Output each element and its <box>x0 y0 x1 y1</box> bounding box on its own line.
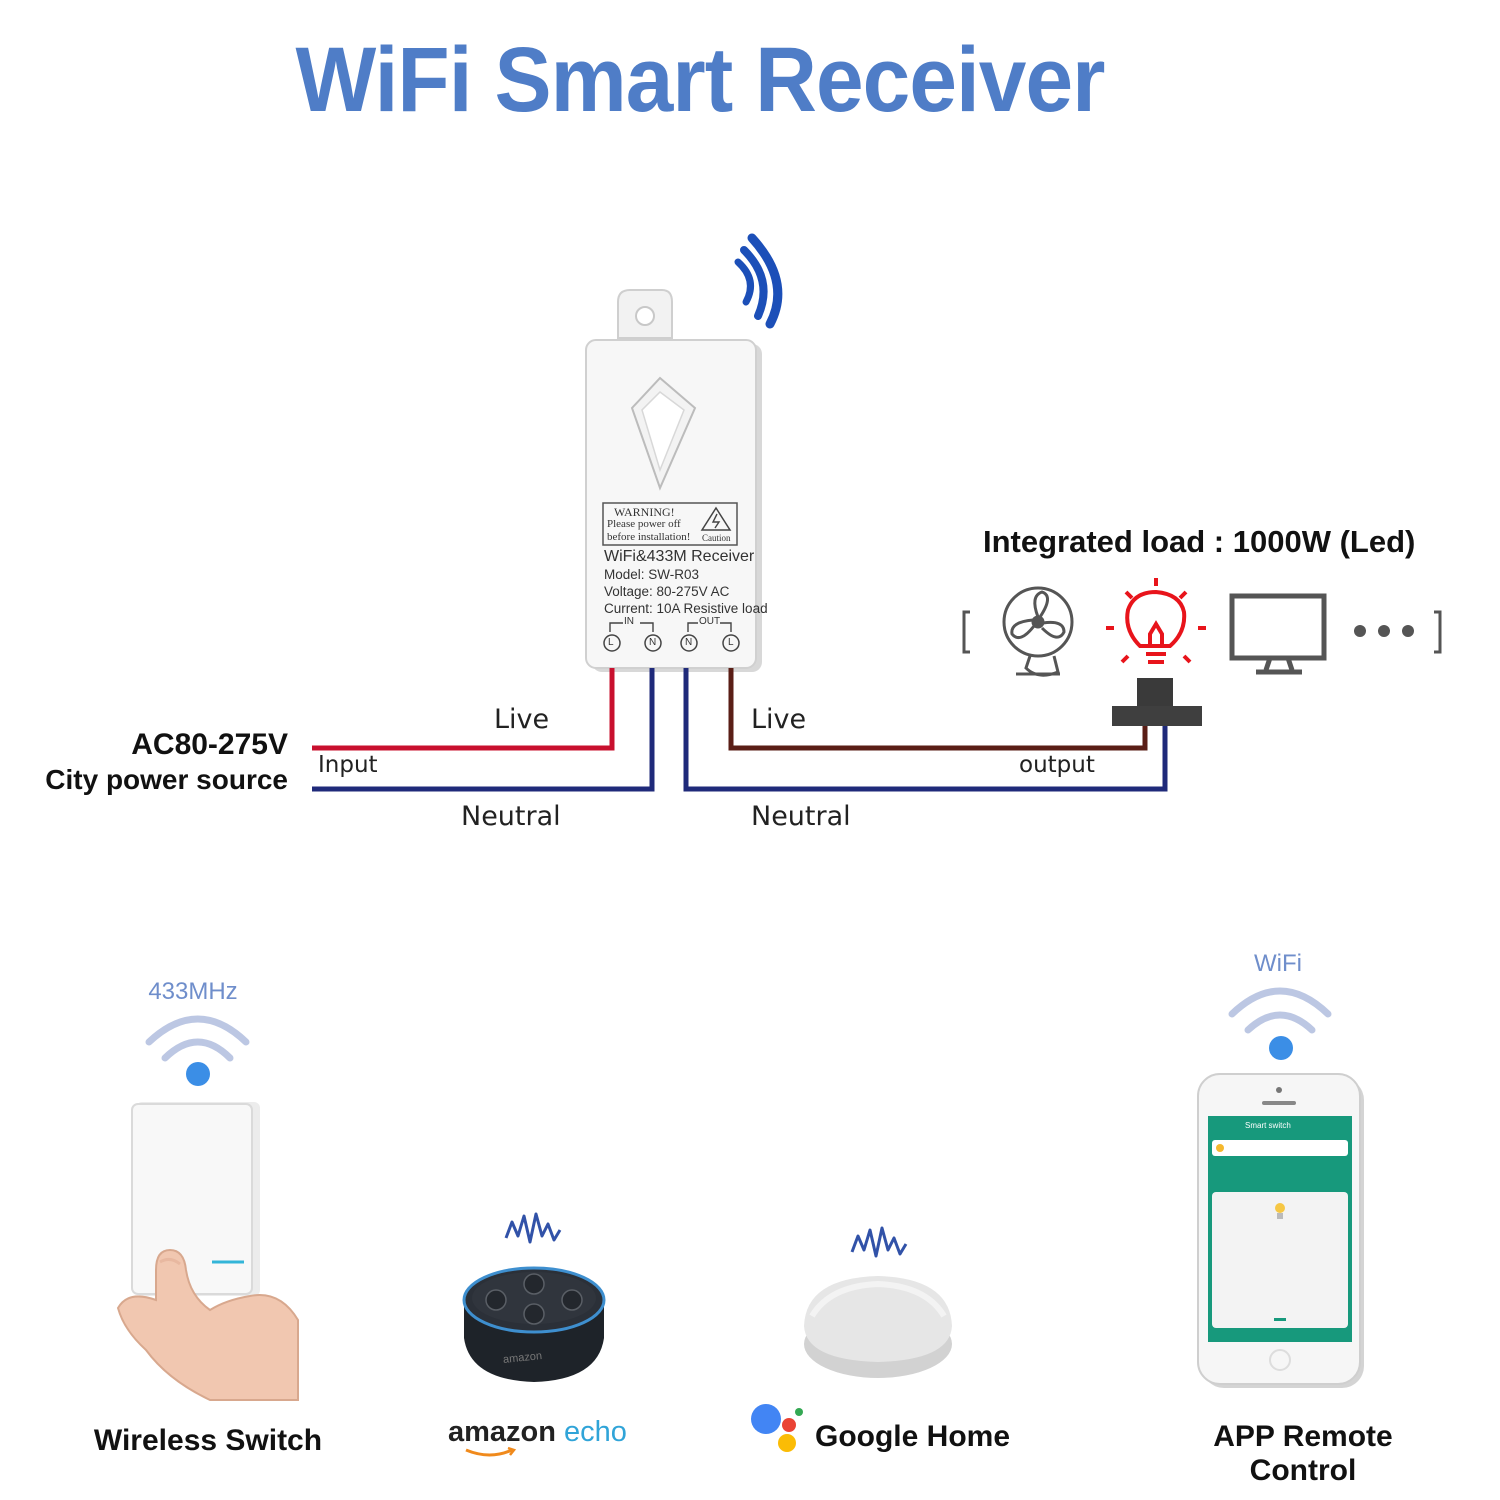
caution-label: Caution <box>702 533 731 543</box>
signal-dot-icon <box>186 1062 210 1086</box>
neutral-input-wire <box>312 668 655 792</box>
wifi-signal-icon <box>1228 987 1332 1034</box>
terminal-n-out: N <box>685 637 693 648</box>
amazon-wordmark: amazon <box>448 1416 556 1448</box>
amazon-echo-device <box>462 1266 606 1382</box>
google-home-caption: Google Home <box>815 1420 1011 1453</box>
load-bracket-right <box>1434 610 1442 654</box>
neutral-in-label: Neutral <box>461 801 561 832</box>
live-output-wire <box>728 668 1148 751</box>
smartphone-device <box>1197 1073 1364 1388</box>
neutral-output-wire <box>683 668 1168 792</box>
rf-frequency-label: 433MHz <box>148 978 238 1005</box>
source-voltage: AC80-275V <box>131 728 288 761</box>
live-in-label: Live <box>494 704 550 735</box>
wifi-label: WiFi <box>1254 950 1302 977</box>
amazon-echo-logo: amazon echo <box>448 1416 627 1449</box>
terminal-l-in: L <box>608 637 614 648</box>
source-description: City power source <box>45 764 288 795</box>
input-label: Input <box>318 752 378 778</box>
receiver-device <box>585 289 762 672</box>
radio-waves-icon <box>734 233 783 329</box>
wireless-signal-icon <box>145 1015 250 1062</box>
wireless-switch-caption: Wireless Switch <box>93 1424 323 1457</box>
voice-wave-icon-2 <box>850 1226 908 1258</box>
app-control-caption: APP Remote Control <box>1213 1420 1393 1487</box>
wireless-switch-device <box>116 1102 299 1401</box>
terminal-l-out: L <box>728 637 734 648</box>
terminal-n-in: N <box>649 637 657 648</box>
device-voltage: Voltage: 80-275V AC <box>604 584 730 599</box>
lamp-holder <box>1112 678 1202 726</box>
load-bracket-left <box>962 610 970 654</box>
neutral-out-label: Neutral <box>751 801 851 832</box>
output-label: output <box>1019 752 1095 778</box>
app-header: Smart switch <box>1245 1121 1291 1130</box>
bulb-icon <box>1106 578 1206 664</box>
google-assistant-icon <box>751 1404 803 1452</box>
echo-wordmark: echo <box>564 1416 627 1448</box>
page-title: WiFi Smart Receiver <box>295 29 1106 131</box>
wifi-dot-icon <box>1269 1036 1293 1060</box>
warning-line-1: Please power off <box>607 518 681 530</box>
warning-line-2: before installation! <box>607 531 691 543</box>
amazon-smile-icon <box>465 1446 517 1457</box>
load-title: Integrated load : 1000W (Led) <box>983 524 1416 559</box>
device-model: Model: SW-R03 <box>604 567 700 582</box>
device-current: Current: 10A Resistive load <box>604 601 768 616</box>
out-label: OUT <box>699 616 721 627</box>
ellipsis-icon <box>1354 625 1414 637</box>
google-home-device <box>804 1276 952 1378</box>
live-input-wire <box>312 668 615 751</box>
fan-icon <box>1002 586 1074 677</box>
device-name: WiFi&433M Receiver <box>604 548 755 565</box>
monitor-icon <box>1229 593 1327 675</box>
warning-title: WARNING! <box>614 505 675 519</box>
live-out-label: Live <box>751 704 807 735</box>
in-label: IN <box>624 616 634 627</box>
voice-wave-icon <box>504 1212 562 1244</box>
